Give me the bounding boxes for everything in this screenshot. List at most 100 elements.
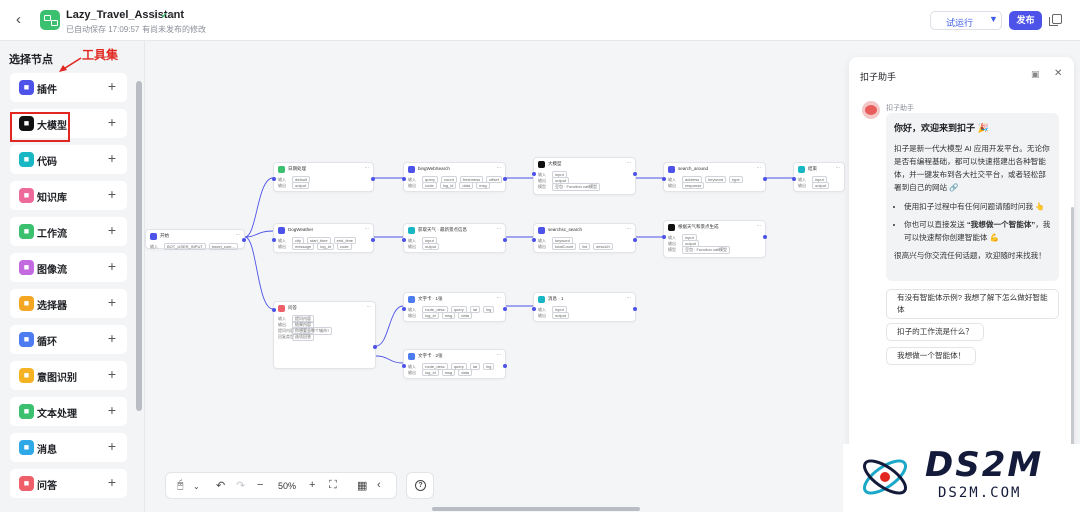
node-menu-icon[interactable]: ⋯	[626, 226, 632, 231]
input-port[interactable]	[272, 308, 276, 312]
node-menu-icon[interactable]: ⋯	[364, 165, 370, 170]
input-port[interactable]	[402, 307, 406, 311]
node-item[interactable]: ■工作流+	[10, 217, 127, 246]
collapse-icon[interactable]: ‹	[377, 479, 381, 491]
undo-icon[interactable]: ↶	[216, 480, 226, 492]
node-item[interactable]: ■知识库+	[10, 181, 127, 210]
output-port[interactable]	[503, 364, 507, 368]
node-item[interactable]: ■图像流+	[10, 253, 127, 282]
input-port[interactable]	[532, 307, 536, 311]
node-menu-icon[interactable]: ⋯	[626, 295, 632, 300]
node-item[interactable]: ■插件+	[10, 73, 127, 102]
add-node-icon[interactable]: +	[107, 330, 116, 346]
node-item[interactable]: ■消息+	[10, 433, 127, 462]
add-node-icon[interactable]: +	[107, 150, 116, 166]
node-menu-icon[interactable]: ⋯	[496, 295, 502, 300]
workflow-node-intent[interactable]: 问答⋯输入提问内容输出结果内容提问内容你想要去哪个城市?回复类型选项回答	[272, 301, 377, 369]
output-port[interactable]	[242, 238, 246, 242]
node-item[interactable]: ■文本处理+	[10, 397, 127, 426]
close-icon[interactable]: ✕	[1054, 68, 1063, 79]
copy-icon[interactable]	[1049, 14, 1062, 26]
node-menu-icon[interactable]: ⋯	[364, 226, 370, 231]
add-node-icon[interactable]: +	[107, 186, 116, 202]
input-port[interactable]	[662, 235, 666, 239]
input-port[interactable]	[532, 172, 536, 176]
minimap-icon[interactable]: ▦	[357, 480, 368, 492]
input-port[interactable]	[662, 177, 666, 181]
input-port[interactable]	[402, 177, 406, 181]
mouse-mode-caret-icon[interactable]: ⌄	[193, 482, 200, 491]
node-menu-icon[interactable]: ⋯	[235, 232, 241, 237]
suggestion-button[interactable]: 我想做一个智能体！	[886, 347, 977, 365]
input-port[interactable]	[272, 238, 276, 242]
title-status-icons[interactable]: ⓘ✔✎	[151, 10, 178, 21]
back-icon[interactable]: ‹	[16, 11, 21, 28]
node-menu-icon[interactable]: ⋯	[626, 160, 632, 165]
node-menu-icon[interactable]: ⋯	[366, 304, 372, 309]
node-item[interactable]: ■选择器+	[10, 289, 127, 318]
output-port[interactable]	[633, 307, 637, 311]
node-item[interactable]: ■意图识别+	[10, 361, 127, 390]
zoom-in-icon[interactable]: +	[309, 479, 316, 491]
add-node-icon[interactable]: +	[107, 402, 116, 418]
add-node-icon[interactable]: +	[107, 294, 116, 310]
add-node-icon[interactable]: +	[107, 258, 116, 274]
suggestion-button[interactable]: 扣子的工作流是什么？	[886, 323, 984, 341]
add-node-icon[interactable]: +	[107, 438, 116, 454]
node-item[interactable]: ■循环+	[10, 325, 127, 354]
test-run-button[interactable]: 试运行 ▼	[930, 11, 1002, 30]
output-port[interactable]	[371, 177, 375, 181]
output-port[interactable]	[373, 345, 377, 349]
pin-icon[interactable]: ▣	[1031, 69, 1040, 79]
output-port[interactable]	[503, 307, 507, 311]
fit-view-icon[interactable]: ⛶	[329, 479, 337, 491]
caret-down-icon[interactable]: ▼	[989, 14, 998, 24]
help-button[interactable]: ?	[406, 472, 434, 499]
zoom-out-icon[interactable]: −	[257, 479, 264, 491]
add-node-icon[interactable]: +	[107, 474, 116, 490]
node-item[interactable]: ■代码+	[10, 145, 127, 174]
mouse-mode-icon[interactable]: 🖰	[177, 479, 184, 491]
output-port[interactable]	[633, 172, 637, 176]
add-node-icon[interactable]: +	[107, 222, 116, 238]
suggestion-button[interactable]: 有没有智能体示例? 我想了解下怎么做好智能体	[886, 289, 1059, 319]
node-item[interactable]: ■问答+	[10, 469, 127, 498]
add-node-icon[interactable]: +	[107, 114, 116, 130]
output-port[interactable]	[503, 238, 507, 242]
input-port[interactable]	[402, 238, 406, 242]
node-menu-icon[interactable]: ⋯	[835, 165, 841, 170]
input-port[interactable]	[272, 177, 276, 181]
node-menu-icon[interactable]: ⋯	[496, 165, 502, 170]
node-menu-icon[interactable]: ⋯	[756, 165, 762, 170]
output-port[interactable]	[763, 177, 767, 181]
zoom-level[interactable]: 50%	[278, 481, 297, 491]
add-node-icon[interactable]: +	[107, 366, 116, 382]
canvas-horizontal-scrollbar[interactable]	[432, 507, 640, 511]
publish-button[interactable]: 发布	[1009, 11, 1042, 30]
output-port[interactable]	[503, 177, 507, 181]
node-menu-icon[interactable]: ⋯	[496, 352, 502, 357]
node-menu-icon[interactable]: ⋯	[756, 223, 762, 228]
output-port[interactable]	[633, 238, 637, 242]
output-port[interactable]	[371, 238, 375, 242]
assistant-scrollbar[interactable]	[1071, 207, 1074, 457]
node-panel-scrollbar[interactable]	[136, 81, 142, 411]
add-node-icon[interactable]: +	[107, 78, 116, 94]
output-port[interactable]	[763, 235, 767, 239]
input-port[interactable]	[402, 364, 406, 368]
input-port[interactable]	[792, 177, 796, 181]
node-menu-icon[interactable]: ⋯	[496, 226, 502, 231]
